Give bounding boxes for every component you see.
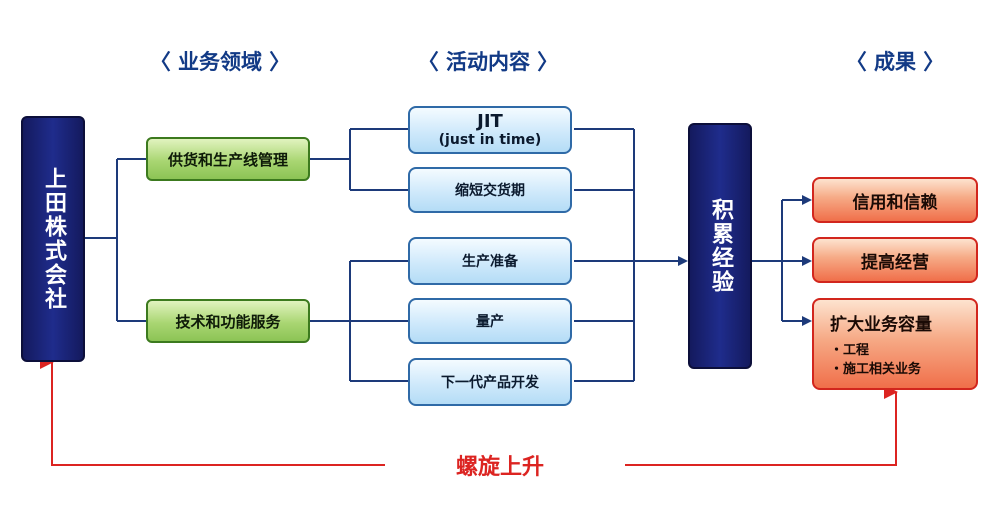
activities-connector — [574, 128, 635, 382]
accumulate-box: 积累经验 — [688, 123, 752, 369]
result-expand-item: ・施工相关业务 — [830, 362, 922, 377]
result-expand-item: ・工程 — [830, 343, 870, 358]
activity-jit-sub: (just in time) — [438, 132, 542, 148]
spiral-right-arrow — [625, 385, 898, 466]
domain1-connector — [310, 128, 408, 191]
domain2-connector — [310, 260, 408, 382]
result-box-trust: 信用和信赖 — [812, 177, 978, 223]
activity-prep-label: 生产准备 — [462, 254, 518, 270]
company-box: 上田株式会社 — [21, 116, 85, 362]
result-expand-label: 扩大业务容量 — [830, 315, 932, 335]
results-connector — [752, 200, 783, 321]
activity-box-leadtime: 缩短交货期 — [408, 167, 572, 213]
activity-box-nextgen: 下一代产品开发 — [408, 358, 572, 406]
header-results: 〈 成果 〉 — [845, 50, 945, 74]
result-box-management: 提高经营 — [812, 237, 978, 283]
activity-mass-label: 量产 — [476, 314, 504, 330]
result-trust-label: 信用和信赖 — [852, 192, 938, 213]
spiral-up-label: 螺旋上升 — [455, 455, 544, 480]
domain-box-supply: 供货和生产线管理 — [146, 137, 310, 181]
activity-leadtime-label: 缩短交货期 — [455, 183, 525, 199]
header-activities: 〈 活动内容 〉 — [417, 50, 559, 74]
header-domain: 〈 业务领域 〉 — [149, 50, 291, 74]
domain-box-tech: 技术和功能服务 — [146, 299, 310, 343]
activity-jit-label: JIT — [477, 111, 503, 132]
company-connector — [85, 158, 146, 322]
spiral-left-arrow — [40, 355, 385, 466]
result-box-expand: 扩大业务容量 ・工程 ・施工相关业务 — [812, 298, 978, 390]
activity-box-mass: 量产 — [408, 298, 572, 344]
activity-box-prep: 生产准备 — [408, 237, 572, 285]
activity-box-jit: JIT (just in time) — [408, 106, 572, 154]
result-management-label: 提高经营 — [861, 252, 929, 273]
activity-nextgen-label: 下一代产品开发 — [441, 375, 539, 391]
